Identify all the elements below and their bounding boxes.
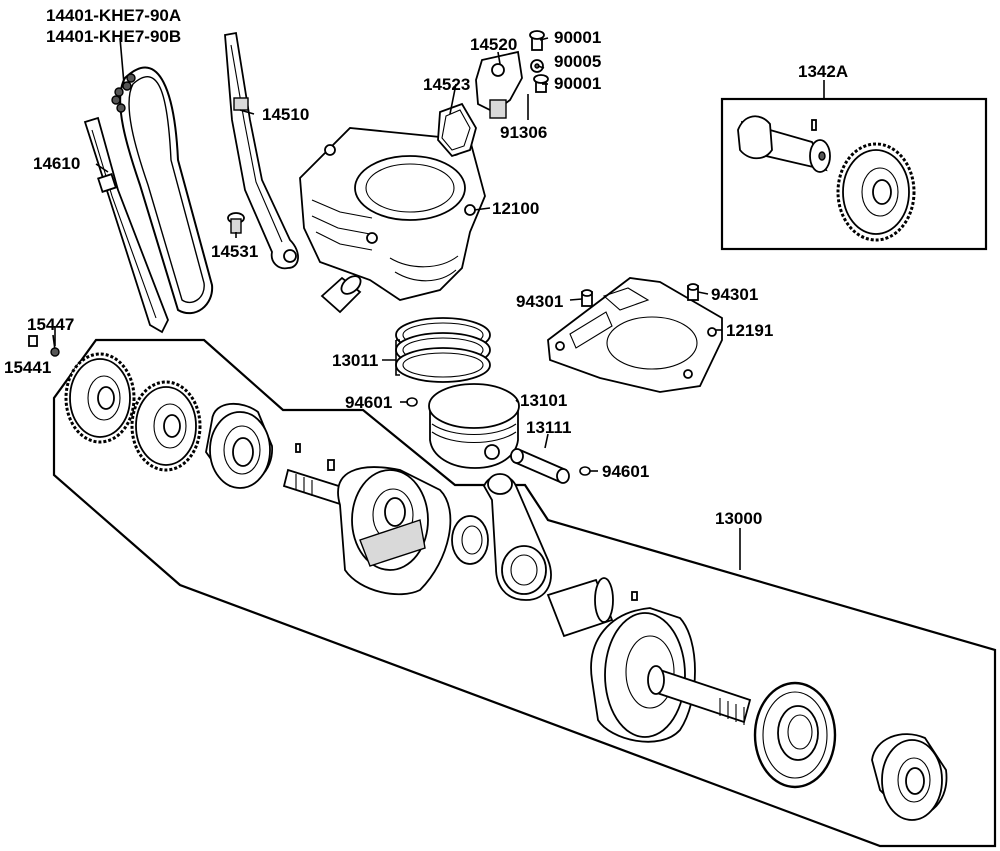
label-piston: 13101 [520,391,567,410]
balancer-frame [720,97,988,251]
crank-bearing-right [753,681,837,789]
label-clip-right: 94601 [602,462,649,481]
cylinder-dowel-sleeve [320,275,362,314]
crankshaft-assembly-frame [52,338,997,848]
lifter-bolts [529,30,549,93]
balancer-shaft [737,115,831,173]
timing-chain [111,66,214,315]
label-tensioner-lifter: 14520 [470,35,517,54]
label-crankshaft-assy: 13000 [715,509,762,528]
label-washer-90005: 90005 [554,52,601,71]
tensioner-bolt [227,212,245,234]
label-chain-b: 14401-KHE7-90B [46,27,181,46]
label-screw-15447: 15447 [27,315,74,334]
label-dowel-right: 94301 [711,285,758,304]
label-lifter-gasket: 14523 [423,75,470,94]
crankshaft-right-half [590,607,752,743]
label-tensioner-arm: 14510 [262,105,309,124]
piston-pin [510,448,570,484]
label-oring-91306: 91306 [500,123,547,142]
piston-rings [395,317,491,383]
dowel-pins [581,283,699,307]
crank-bearing-left [205,402,273,489]
drive-gear [64,352,136,444]
crankshaft-left-half [282,443,452,596]
label-ring-set: 13011 [332,351,378,370]
piston [428,383,520,469]
screw-15447 [50,334,60,357]
crank-pin [546,577,638,638]
crank-bearing-outer [871,733,948,821]
label-pin-15441: 15441 [4,358,51,377]
label-dowel-left: 94301 [516,292,563,311]
label-tensioner-bolt: 14531 [211,242,258,261]
label-bolt-90001-bottom: 90001 [554,74,601,93]
label-bolt-90001-top: 90001 [554,28,601,47]
balancer-drive-gear [130,380,202,472]
label-piston-pin: 13111 [526,418,571,437]
big-end-bearing [451,515,489,565]
circlip-right [579,466,591,476]
lifter-gasket [437,102,477,158]
label-balancer-assy: 1342A [798,62,848,81]
cylinder [299,127,486,301]
cylinder-gasket [547,277,723,393]
label-clip-left: 94601 [345,393,392,412]
label-cylinder-gasket: 12191 [726,321,773,340]
leader-lines [54,37,825,570]
balancer-gear [836,142,916,242]
tensioner-lifter [475,50,523,119]
circlip-left [406,397,418,407]
label-chain-a: 14401-KHE7-90A [46,6,181,25]
chain-guide [83,116,169,334]
label-chain-guide: 14610 [33,154,80,173]
label-cylinder: 12100 [492,199,539,218]
connecting-rod [482,473,552,601]
pin-15441 [28,335,38,347]
